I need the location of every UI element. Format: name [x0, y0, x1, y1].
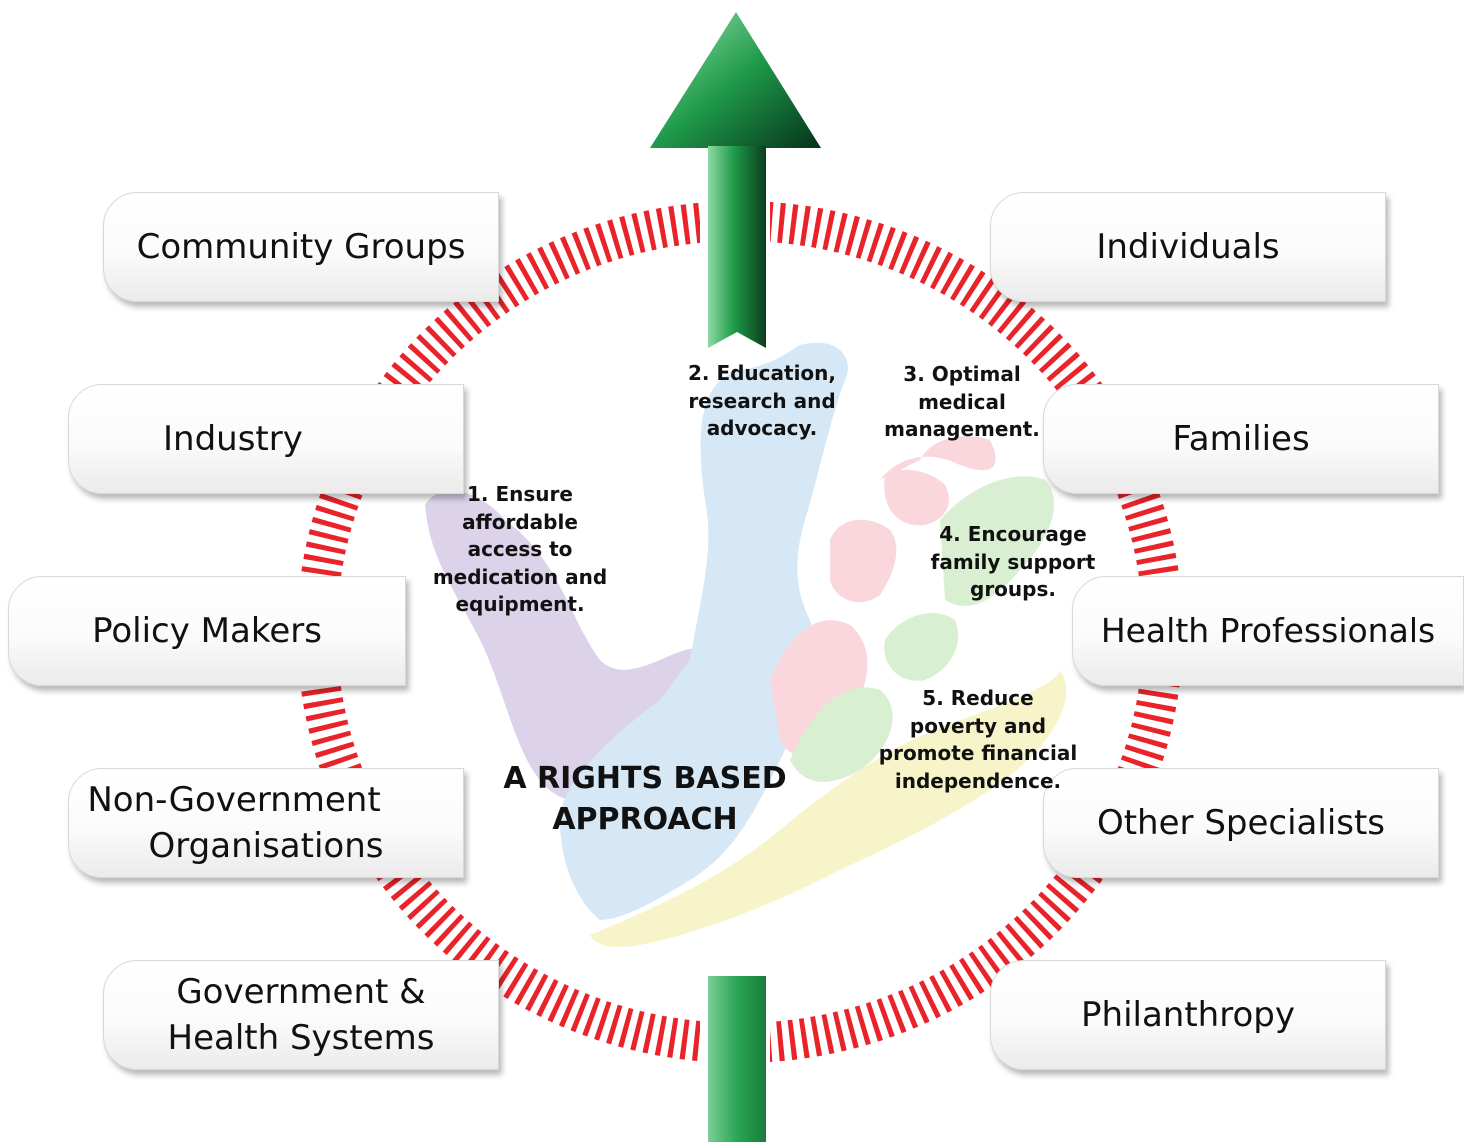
stakeholder-philanthropy: Philanthropy [990, 960, 1386, 1070]
stakeholder-government-health-systems: Government & Health Systems [103, 960, 499, 1070]
stakeholder-label: Industry [163, 419, 303, 459]
stakeholder-label-line1: Government & [176, 972, 426, 1012]
step-2-education: 2. Education, research and advocacy. [672, 360, 852, 443]
stakeholder-community-groups: Community Groups [103, 192, 499, 302]
stakeholder-label-line2: Health Systems [167, 1018, 435, 1058]
step-3-medical-management: 3. Optimal medical management. [872, 361, 1052, 444]
step-line: 4. Encourage [939, 522, 1087, 546]
step-line: access to [467, 537, 573, 561]
step-line: equipment. [455, 592, 585, 616]
step-4-family-support: 4. Encourage family support groups. [918, 521, 1108, 604]
stakeholder-individuals: Individuals [990, 192, 1386, 302]
step-line: independence. [894, 768, 1062, 793]
stakeholder-label-line2: Organisations [148, 826, 384, 866]
step-1-affordable-access: 1. Ensure affordable access to medicatio… [420, 481, 620, 619]
step-line: 3. Optimal [903, 362, 1021, 386]
stakeholder-policy-makers: Policy Makers [8, 576, 406, 686]
stakeholder-non-government-organisations: Non-Government Organisations [68, 768, 464, 878]
stakeholder-health-professionals: Health Professionals [1072, 576, 1464, 686]
step-line: medical [918, 389, 1006, 414]
step-5-reduce-poverty: 5. Reduce poverty and promote financial … [872, 685, 1084, 795]
center-title-line1: A RIGHTS BASED [503, 761, 787, 796]
step-line: research and [688, 388, 836, 413]
step-line: poverty and [909, 713, 1047, 738]
stakeholder-industry: Industry [68, 384, 464, 494]
center-title-line2: APPROACH [552, 802, 738, 837]
step-line: groups. [970, 577, 1056, 601]
step-line: advocacy. [706, 416, 818, 440]
stakeholder-label: Health Professionals [1100, 611, 1436, 650]
step-line: affordable [462, 509, 578, 534]
stakeholder-label: Policy Makers [92, 611, 322, 651]
stakeholder-label: Philanthropy [1081, 995, 1295, 1035]
handprint-icon [425, 342, 1067, 947]
stakeholder-label: Other Specialists [1096, 803, 1386, 843]
stakeholder-other-specialists: Other Specialists [1043, 768, 1439, 878]
step-line: family support [930, 549, 1096, 574]
step-line: medication and [432, 564, 608, 589]
upward-arrow-icon [650, 12, 821, 348]
stakeholder-families: Families [1043, 384, 1439, 494]
center-title: A RIGHTS BASED APPROACH [490, 758, 800, 840]
stakeholder-label: Community Groups [136, 227, 466, 267]
stakeholder-label: Families [1172, 419, 1310, 459]
step-line: 2. Education, [687, 361, 837, 385]
stakeholder-label-line1: Non-Government [87, 780, 381, 820]
step-line: 5. Reduce [922, 686, 1034, 710]
step-line: management. [884, 417, 1040, 441]
stakeholder-label: Individuals [1096, 227, 1280, 267]
step-line: promote financial [878, 741, 1078, 765]
arrow-stem-bottom [708, 976, 766, 1142]
step-line: 1. Ensure [467, 482, 573, 506]
